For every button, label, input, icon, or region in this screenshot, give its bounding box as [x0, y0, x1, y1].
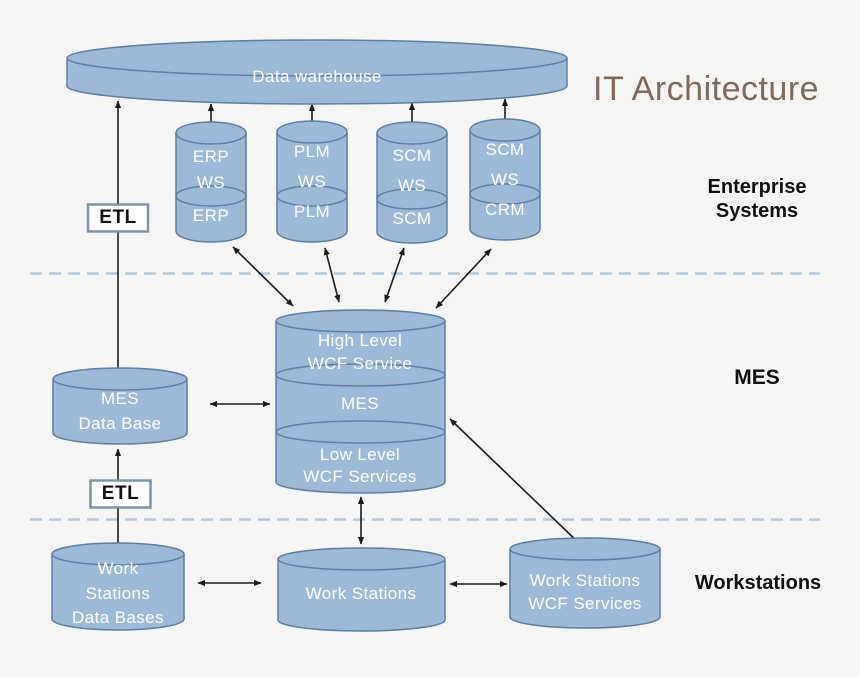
mes-stack-cylinder [275, 309, 446, 494]
data-warehouse-label: Data warehouse [252, 67, 382, 86]
mes-database-label-line1: MES [100, 389, 140, 408]
scm-ws-label-line2: WS [397, 176, 427, 195]
crm-ws-label-line2: WS [490, 170, 520, 189]
plm-cylinder [276, 120, 348, 243]
workstations-label: Work Stations [305, 584, 417, 603]
crm-ws-label-line1: SCM [485, 140, 525, 159]
plm-label: PLM [293, 202, 331, 221]
workstation-wcf-cylinder [509, 537, 661, 629]
zone-label-enterprise-line2: Systems [715, 200, 799, 222]
mes-stack-core-label: MES [340, 394, 380, 413]
zone-label-enterprise-line1: Enterprise [707, 176, 807, 198]
workstation-databases-label-line2: Stations [85, 584, 151, 603]
arrow-erp-mes-stack [232, 246, 294, 307]
arrow-mes-stack-ws-wcf [449, 418, 583, 547]
mes-stack-high-line1: High Level [317, 331, 403, 350]
zone-label-workstations: Workstations [694, 572, 822, 594]
workstation-databases-cylinder [51, 542, 185, 631]
arrow-scm-mes-stack [384, 247, 405, 303]
mes-database-cylinder [52, 367, 188, 445]
scm-label: SCM [392, 209, 432, 228]
workstations-cylinder [277, 547, 446, 632]
crm-label: CRM [485, 200, 525, 219]
etl-lower-box [89, 479, 152, 509]
etl-upper-box [86, 203, 150, 233]
page-title: IT Architecture [593, 70, 820, 108]
scm-cylinder [376, 121, 448, 244]
arrow-plm-mes-stack [323, 247, 341, 303]
workstation-databases-label-line1: Work [97, 559, 139, 578]
data-warehouse-cylinder [66, 39, 568, 105]
etl-lower-label: ETL [101, 483, 140, 504]
erp-cylinder [175, 121, 247, 243]
erp-ws-label-line2: WS [196, 173, 226, 192]
plm-ws-label-line1: PLM [293, 142, 331, 161]
plm-ws-label-line2: WS [297, 172, 327, 191]
crm-cylinder [469, 118, 541, 241]
zone-label-mes: MES [734, 366, 780, 389]
scm-ws-label-line1: SCM [392, 146, 432, 165]
erp-ws-label-line1: ERP [192, 147, 230, 166]
mes-stack-high-line2: WCF Service [307, 354, 413, 373]
mes-database-label-line2: Data Base [78, 414, 162, 433]
workstation-wcf-label-line2: WCF Services [528, 594, 642, 613]
mes-stack-low-line1: Low Level [319, 445, 401, 464]
workstation-databases-label-line3: Data Bases [72, 608, 164, 627]
zone-label-enterprise-systems: Enterprise Systems [708, 175, 807, 223]
mes-stack-low-line2: WCF Services [303, 467, 417, 486]
erp-label: ERP [192, 206, 230, 225]
workstation-wcf-label-line1: Work Stations [529, 571, 641, 590]
arrow-crm-mes-stack [435, 248, 492, 309]
etl-upper-label: ETL [99, 207, 137, 228]
